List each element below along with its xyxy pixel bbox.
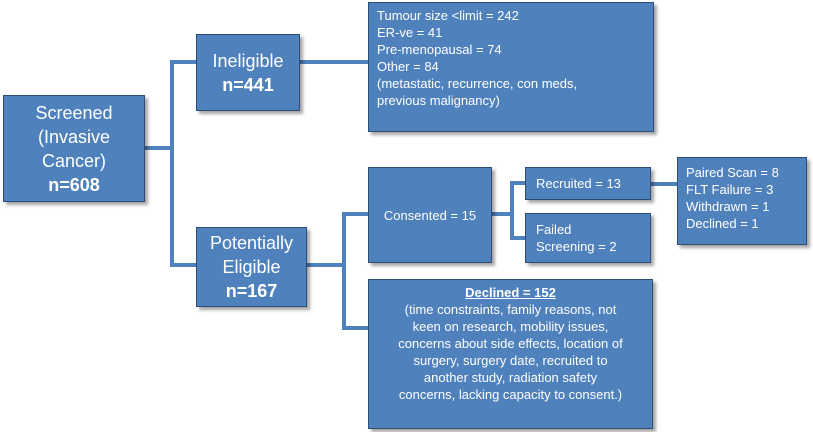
declined-detail-line-3: concerns about side effects, location of <box>398 336 623 351</box>
declined-detail-line-5: another study, radiation safety <box>423 370 598 385</box>
recruited-outcomes-box: Paired Scan = 8 FLT Failure = 3 Withdraw… <box>677 157 807 245</box>
connector-consented-branch <box>490 181 527 240</box>
declined-detail-line-4: surgery, surgery date, recruited to <box>413 353 608 368</box>
ineligible-reason-1: Tumour size <limit = 242 <box>377 8 519 23</box>
consented-box: Consented = 15 <box>368 167 492 263</box>
screened-line-1: Screened <box>35 102 113 123</box>
failed-screening-box: Failed Screening = 2 <box>525 213 651 263</box>
potentially-eligible-line-1: Potentially <box>209 233 294 253</box>
declined-box: Declined = 152 (time constraints, family… <box>368 279 653 429</box>
screened-box: Screened (Invasive Cancer) n=608 <box>3 95 145 202</box>
screened-line-2: (Invasive <box>37 126 111 147</box>
ineligible-reason-2: ER-ve = 41 <box>377 25 443 40</box>
recruited-box: Recruited = 13 <box>525 167 651 200</box>
connector-screened-branch <box>143 60 198 267</box>
potentially-eligible-line-2: Eligible <box>222 257 281 277</box>
ineligible-reason-3: Pre-menopausal = 74 <box>377 42 502 57</box>
recruited-outcome-2: FLT Failure = 3 <box>686 182 774 197</box>
declined-detail-line-2: keen on research, mobility issues, <box>412 319 609 334</box>
ineligible-reason-4: Other = 84 <box>377 59 439 74</box>
recruited-outcome-3: Withdrawn = 1 <box>686 199 770 214</box>
declined-detail-line-6: concerns, lacking capacity to consent.) <box>398 387 623 402</box>
recruited-outcome-1: Paired Scan = 8 <box>686 165 779 180</box>
screened-count: n=608 <box>48 174 100 195</box>
consented-label: Consented = 15 <box>383 207 477 223</box>
declined-detail-line-1: (time constraints, family reasons, not <box>404 302 617 317</box>
connector-eligible-branch <box>305 212 370 330</box>
failed-screening-line-1: Failed <box>536 222 572 237</box>
ineligible-label: Ineligible <box>212 50 284 71</box>
ineligible-box: Ineligible n=441 <box>196 34 300 111</box>
ineligible-reasons-box: Tumour size <limit = 242 ER-ve = 41 Pre-… <box>368 2 654 132</box>
ineligible-note-line-1: (metastatic, recurrence, con meds, <box>377 76 578 91</box>
ineligible-note-line-2: previous malignancy) <box>377 93 500 108</box>
recruited-outcome-4: Declined = 1 <box>686 216 759 231</box>
screened-line-3: Cancer) <box>41 150 107 171</box>
failed-screening-line-2: Screening = 2 <box>536 239 617 254</box>
recruited-label: Recruited = 13 <box>536 176 621 191</box>
ineligible-count: n=441 <box>222 74 274 95</box>
potentially-eligible-box: Potentially Eligible n=167 <box>196 227 307 307</box>
declined-title: Declined = 152 <box>465 285 556 300</box>
potentially-eligible-count: n=167 <box>225 281 278 301</box>
